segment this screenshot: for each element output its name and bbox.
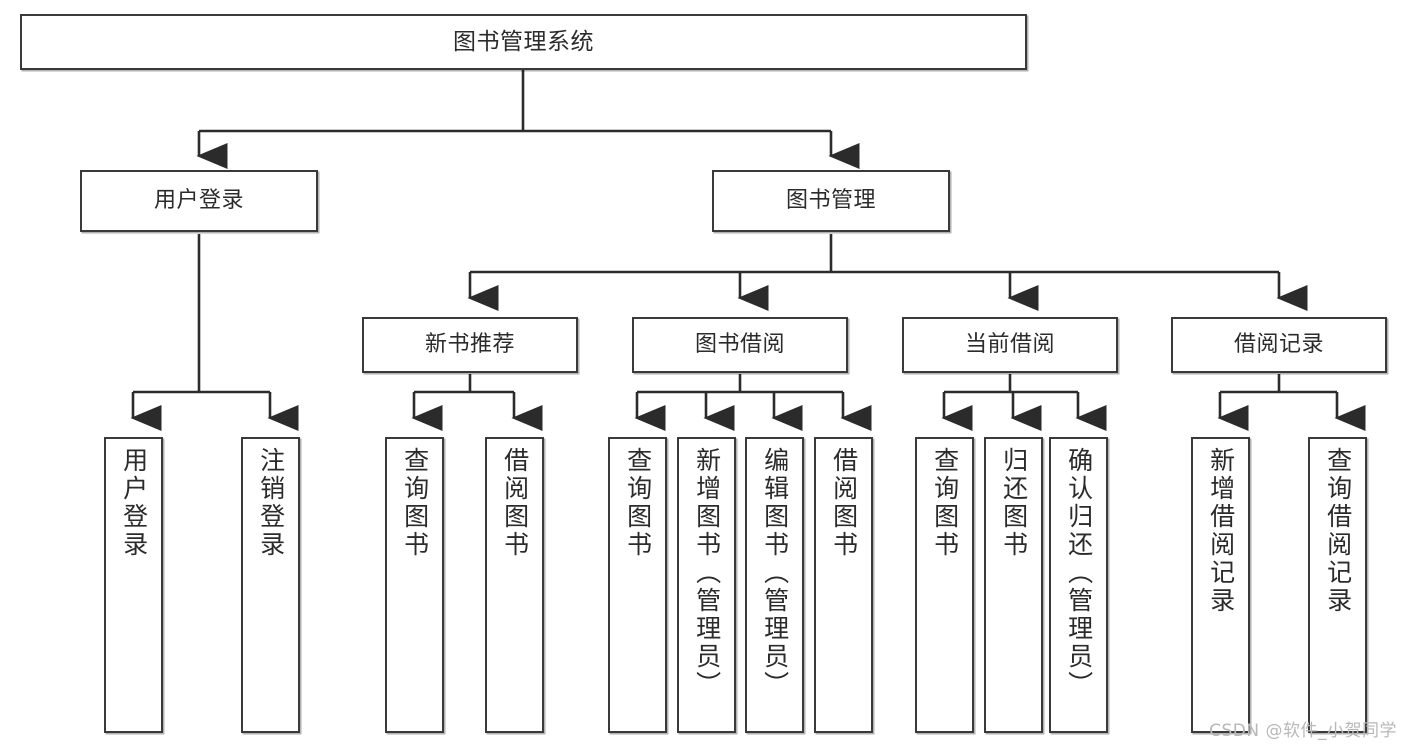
node-label: 新增图书（管理员） (692, 447, 722, 699)
csdn-watermark: CSDN @软件_小贺同学 (1209, 721, 1397, 741)
node-label: 当前借阅 (964, 332, 1055, 358)
leaf-current-borrow-return[interactable]: 归还图书 (984, 437, 1043, 733)
node-root-book-management-system[interactable]: 图书管理系统 (20, 14, 1027, 70)
node-label: 注销登录 (256, 447, 286, 559)
node-label: 借阅图书 (500, 447, 530, 559)
node-label: 借阅记录 (1233, 332, 1324, 358)
node-label: 查询图书 (400, 447, 430, 559)
leaf-book-borrow-add-admin[interactable]: 新增图书（管理员） (677, 437, 736, 733)
node-book-management[interactable]: 图书管理 (712, 170, 950, 232)
node-user-login[interactable]: 用户登录 (80, 170, 318, 232)
node-label: 新增借阅记录 (1206, 447, 1236, 615)
node-label: 图书借阅 (694, 332, 785, 358)
leaf-new-book-query[interactable]: 查询图书 (385, 437, 444, 733)
leaf-book-borrow-query[interactable]: 查询图书 (608, 437, 667, 733)
leaf-current-borrow-confirm-admin[interactable]: 确认归还（管理员） (1049, 437, 1108, 733)
leaf-borrow-record-query[interactable]: 查询借阅记录 (1308, 437, 1367, 733)
node-new-book-recommend[interactable]: 新书推荐 (362, 317, 578, 373)
node-label: 确认归还（管理员） (1064, 447, 1094, 699)
node-book-borrow[interactable]: 图书借阅 (632, 317, 848, 373)
leaf-current-borrow-query[interactable]: 查询图书 (915, 437, 974, 733)
node-label: 查询图书 (930, 447, 960, 559)
node-label: 查询借阅记录 (1323, 447, 1353, 615)
node-label: 新书推荐 (424, 332, 515, 358)
leaf-book-borrow-edit-admin[interactable]: 编辑图书（管理员） (745, 437, 804, 733)
node-label: 用户登录 (119, 447, 149, 559)
node-label: 编辑图书（管理员） (760, 447, 790, 699)
node-label: 图书管理系统 (453, 28, 594, 55)
node-current-borrow[interactable]: 当前借阅 (902, 317, 1118, 373)
node-label: 查询图书 (623, 447, 653, 559)
node-label: 用户登录 (153, 188, 244, 214)
leaf-user-login-login[interactable]: 用户登录 (104, 437, 163, 733)
node-label: 借阅图书 (829, 447, 859, 559)
node-label: 图书管理 (785, 188, 876, 214)
leaf-borrow-record-add[interactable]: 新增借阅记录 (1191, 437, 1250, 733)
node-borrow-record[interactable]: 借阅记录 (1171, 317, 1387, 373)
leaf-user-login-logout[interactable]: 注销登录 (241, 437, 300, 733)
leaf-new-book-borrow[interactable]: 借阅图书 (485, 437, 544, 733)
node-label: 归还图书 (999, 447, 1029, 559)
leaf-book-borrow-borrow[interactable]: 借阅图书 (814, 437, 873, 733)
